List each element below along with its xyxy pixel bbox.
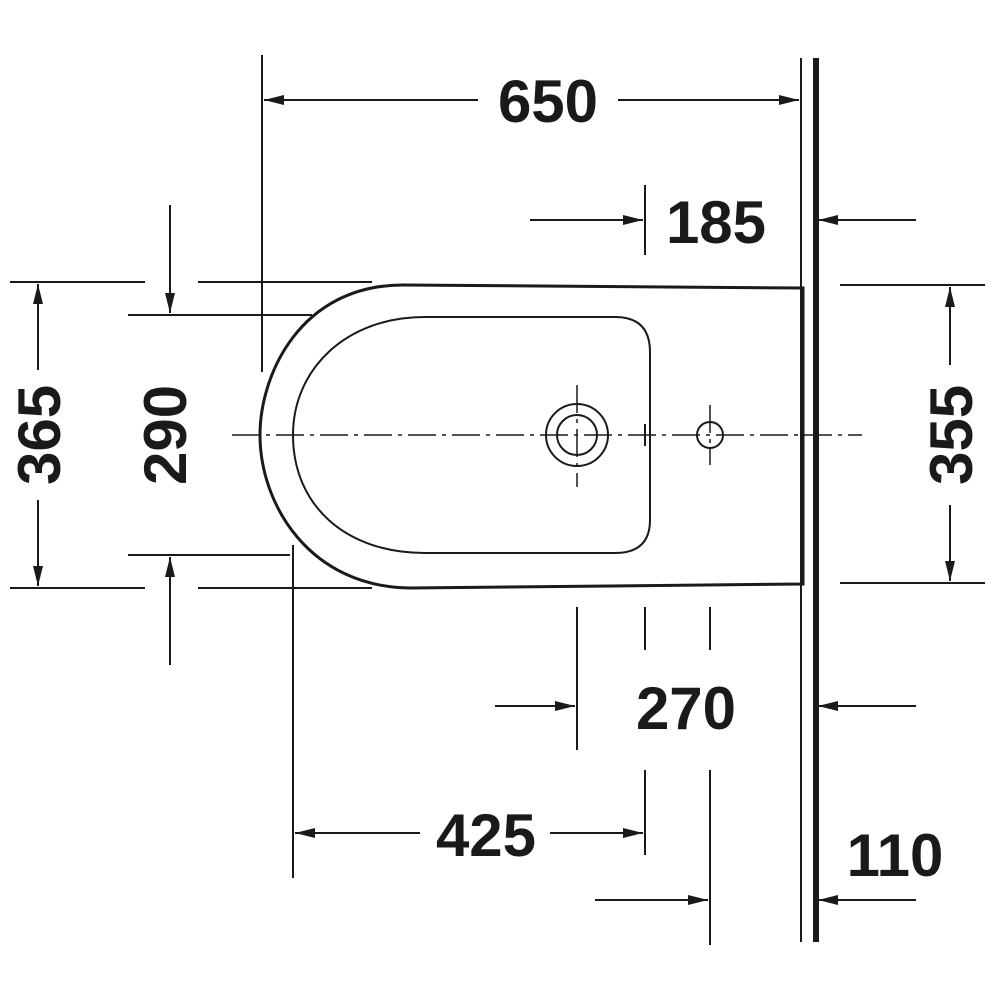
svg-text:425: 425	[436, 802, 536, 869]
wall	[800, 58, 819, 942]
svg-text:650: 650	[498, 68, 598, 135]
bidet-bowl-outline	[291, 316, 651, 554]
dimension-355: 355	[840, 284, 985, 584]
bidet-outer-outline	[258, 283, 805, 590]
tap-hole-icon	[545, 403, 609, 467]
svg-text:110: 110	[847, 822, 944, 889]
svg-text:270: 270	[636, 675, 736, 742]
dimension-270: 270	[495, 607, 916, 750]
svg-text:365: 365	[6, 385, 73, 485]
svg-text:290: 290	[132, 385, 199, 485]
dimension-110: 110	[595, 770, 943, 945]
overflow-hole-icon	[696, 421, 724, 449]
dimension-365: 365	[6, 281, 372, 589]
svg-text:185: 185	[666, 189, 766, 256]
dimension-425: 425	[292, 545, 646, 878]
svg-text:355: 355	[918, 385, 985, 485]
dimension-650: 650	[261, 55, 799, 372]
dimension-185: 185	[530, 185, 916, 256]
dimension-290: 290	[128, 205, 312, 665]
